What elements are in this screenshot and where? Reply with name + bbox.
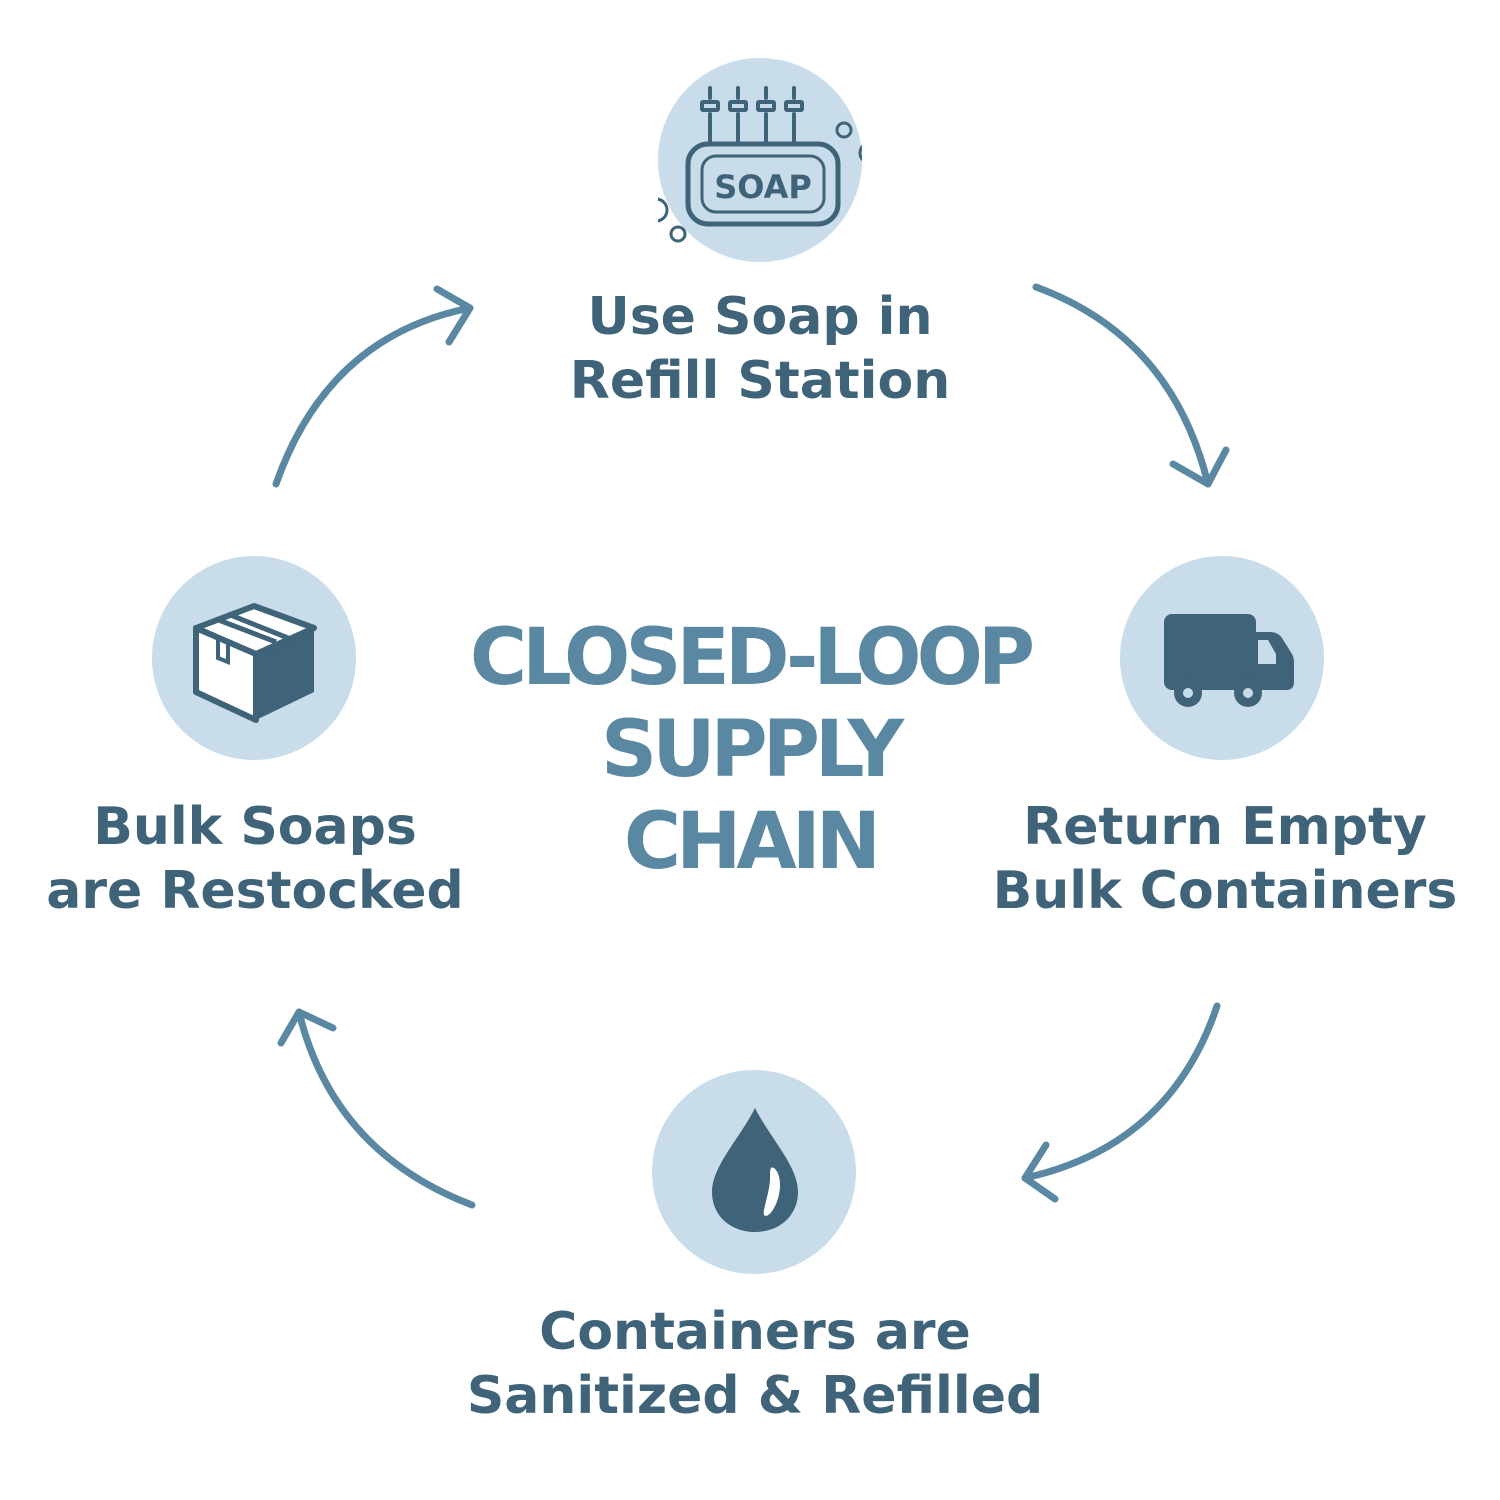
soap-refill-station-icon: SOAP	[658, 86, 862, 243]
step-label-line: Bulk Soaps	[93, 797, 417, 857]
center-title-line: SUPPLY	[601, 705, 904, 795]
icon-circle-restock	[152, 556, 356, 760]
water-drop-icon	[712, 1108, 798, 1232]
center-title-line: CLOSED-LOOP	[469, 613, 1035, 703]
step-label-return: Return Empty Bulk Containers	[970, 795, 1480, 923]
icon-circle-refill-station: SOAP	[658, 58, 862, 262]
icon-circle-sanitize	[652, 1070, 856, 1274]
step-label-line: Sanitized & Refilled	[466, 1366, 1044, 1426]
step-label-line: Bulk Containers	[992, 861, 1458, 921]
center-title-line: CHAIN	[623, 797, 881, 887]
step-label-line: Containers are	[539, 1302, 971, 1362]
center-title: CLOSED-LOOP SUPPLY CHAIN	[400, 612, 1100, 888]
step-label-sanitize: Containers are Sanitized & Refilled	[420, 1300, 1090, 1428]
icon-circle-return	[1120, 556, 1324, 760]
arrow-station-to-return	[1032, 283, 1230, 488]
step-label-line: are Restocked	[46, 861, 464, 921]
delivery-truck-icon	[1164, 614, 1294, 707]
arrow-return-to-sanitize	[1021, 1002, 1221, 1203]
step-label-line: Refill Station	[569, 351, 951, 411]
step-label-line: Return Empty	[1023, 797, 1427, 857]
step-label-line: Use Soap in	[587, 287, 933, 347]
step-label-restock: Bulk Soaps are Restocked	[25, 795, 485, 923]
step-label-refill-station: Use Soap in Refill Station	[460, 285, 1060, 413]
package-box-icon	[193, 603, 317, 723]
arrow-sanitize-to-restock	[277, 1008, 476, 1209]
arrow-restock-to-station	[272, 285, 474, 488]
soap-label-text: SOAP	[714, 168, 812, 206]
